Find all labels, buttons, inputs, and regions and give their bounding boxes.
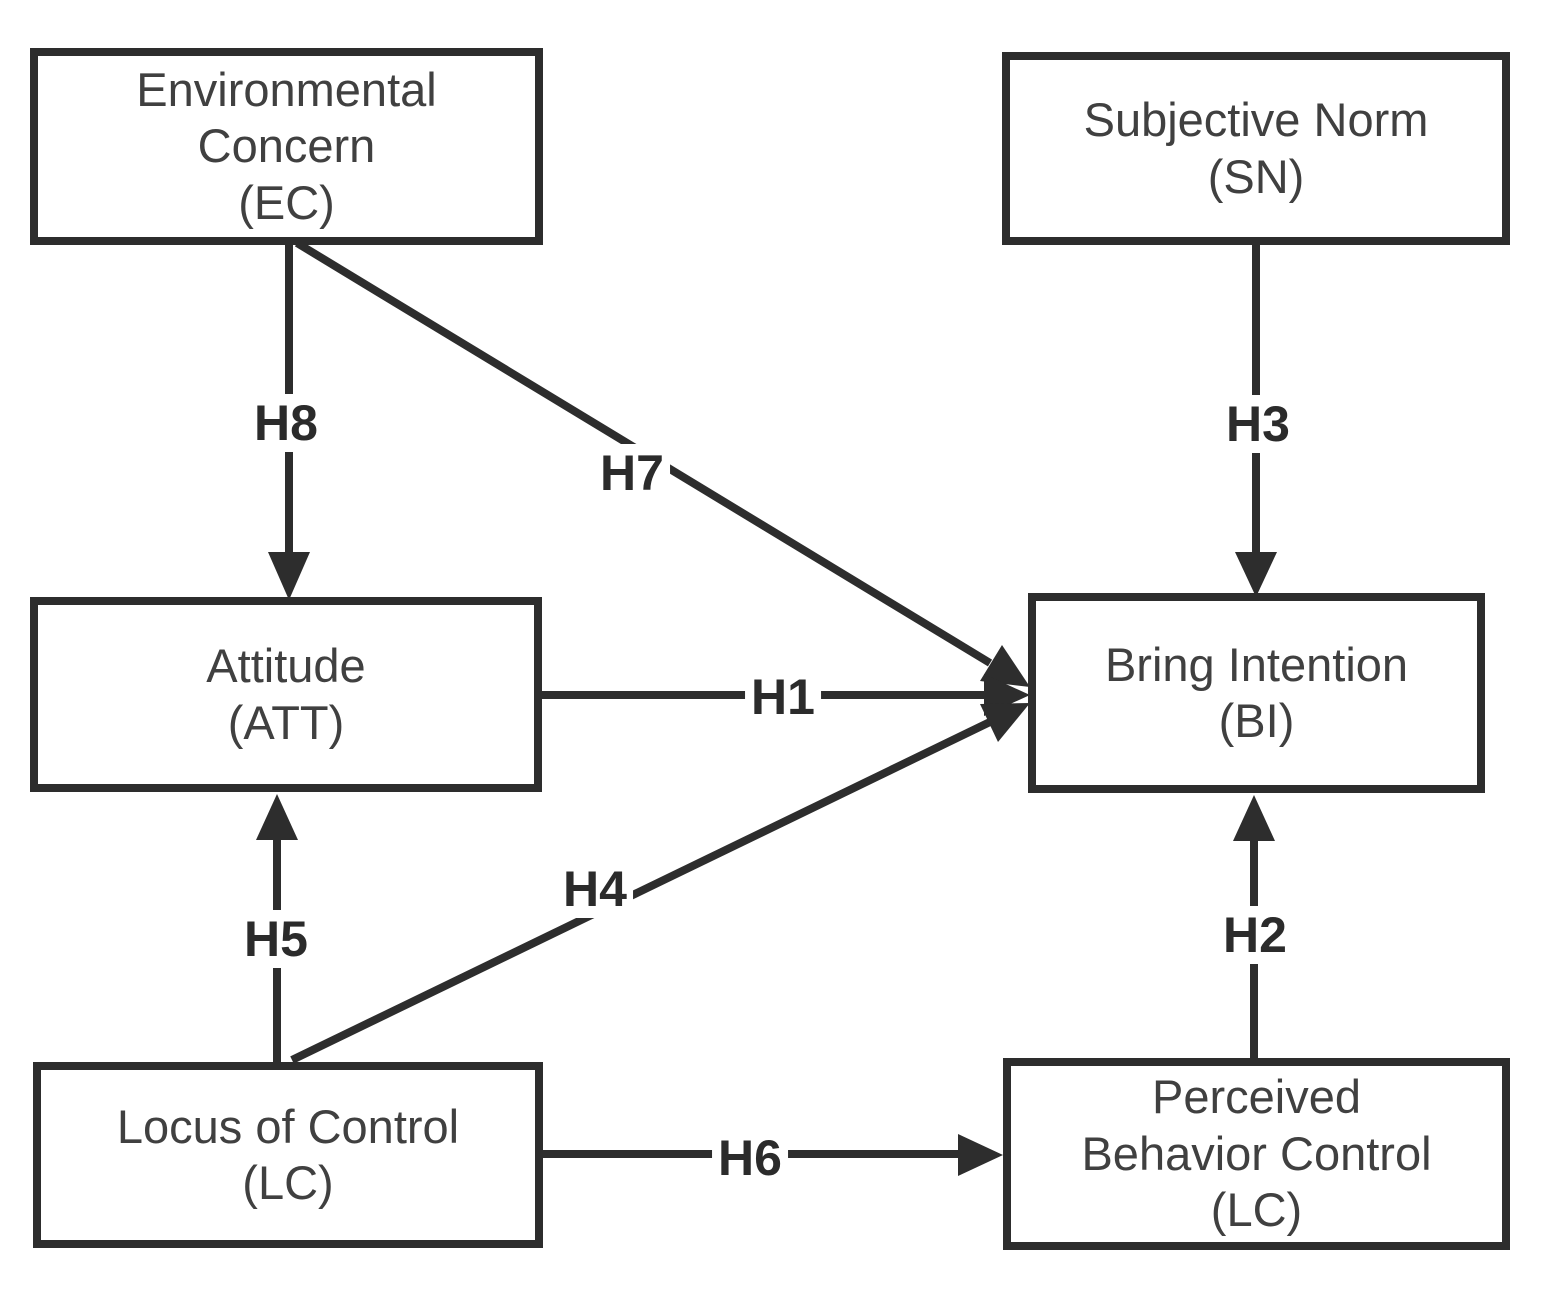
node-subjective-norm: Subjective Norm (SN) bbox=[1002, 52, 1510, 245]
edge-h3-arrowhead bbox=[1235, 552, 1277, 597]
edge-h4-line bbox=[290, 717, 994, 1064]
node-label-line: Perceived bbox=[1152, 1070, 1361, 1124]
node-perceived-behavior-control: Perceived Behavior Control (LC) bbox=[1003, 1058, 1510, 1250]
edge-label-h5: H5 bbox=[238, 910, 314, 968]
node-label-line: Attitude bbox=[206, 639, 366, 693]
node-label-line: Locus of Control bbox=[116, 1099, 460, 1153]
edge-label-h8: H8 bbox=[248, 394, 324, 452]
node-label-line: (BI) bbox=[1218, 694, 1295, 747]
edge-h2-arrowhead bbox=[1233, 795, 1275, 841]
edge-h6-arrowhead bbox=[958, 1134, 1003, 1176]
edge-h8-arrowhead bbox=[268, 552, 310, 600]
edge-label-h7: H7 bbox=[594, 444, 670, 502]
node-label-line: Environmental bbox=[136, 62, 437, 116]
node-label-line: (SN) bbox=[1207, 149, 1305, 203]
node-label-line: Behavior Control bbox=[1081, 1126, 1432, 1180]
node-label-line: (ATT) bbox=[227, 695, 345, 749]
edge-h7-arrowhead bbox=[980, 645, 1030, 687]
node-label-line: Subjective Norm bbox=[1083, 93, 1429, 147]
edge-label-h3: H3 bbox=[1220, 395, 1296, 453]
edge-h5-arrowhead bbox=[256, 794, 298, 840]
node-label-line: Bring Intention bbox=[1104, 637, 1409, 691]
node-environmental-concern: Environmental Concern (EC) bbox=[30, 48, 543, 245]
node-label-line: (EC) bbox=[238, 175, 335, 229]
edge-h4-arrowhead bbox=[980, 703, 1030, 742]
edge-label-h4: H4 bbox=[557, 860, 633, 918]
node-bring-intention: Bring Intention (BI) bbox=[1028, 593, 1485, 793]
edge-label-h1: H1 bbox=[745, 668, 821, 726]
edge-label-h2: H2 bbox=[1217, 906, 1293, 964]
node-locus-of-control: Locus of Control (LC) bbox=[33, 1062, 543, 1248]
node-label-line: (LC) bbox=[1210, 1183, 1303, 1237]
node-label-line: Concern bbox=[197, 119, 376, 173]
node-label-line: (LC) bbox=[242, 1156, 334, 1209]
node-attitude: Attitude (ATT) bbox=[30, 597, 542, 792]
edge-label-h6: H6 bbox=[712, 1129, 788, 1187]
